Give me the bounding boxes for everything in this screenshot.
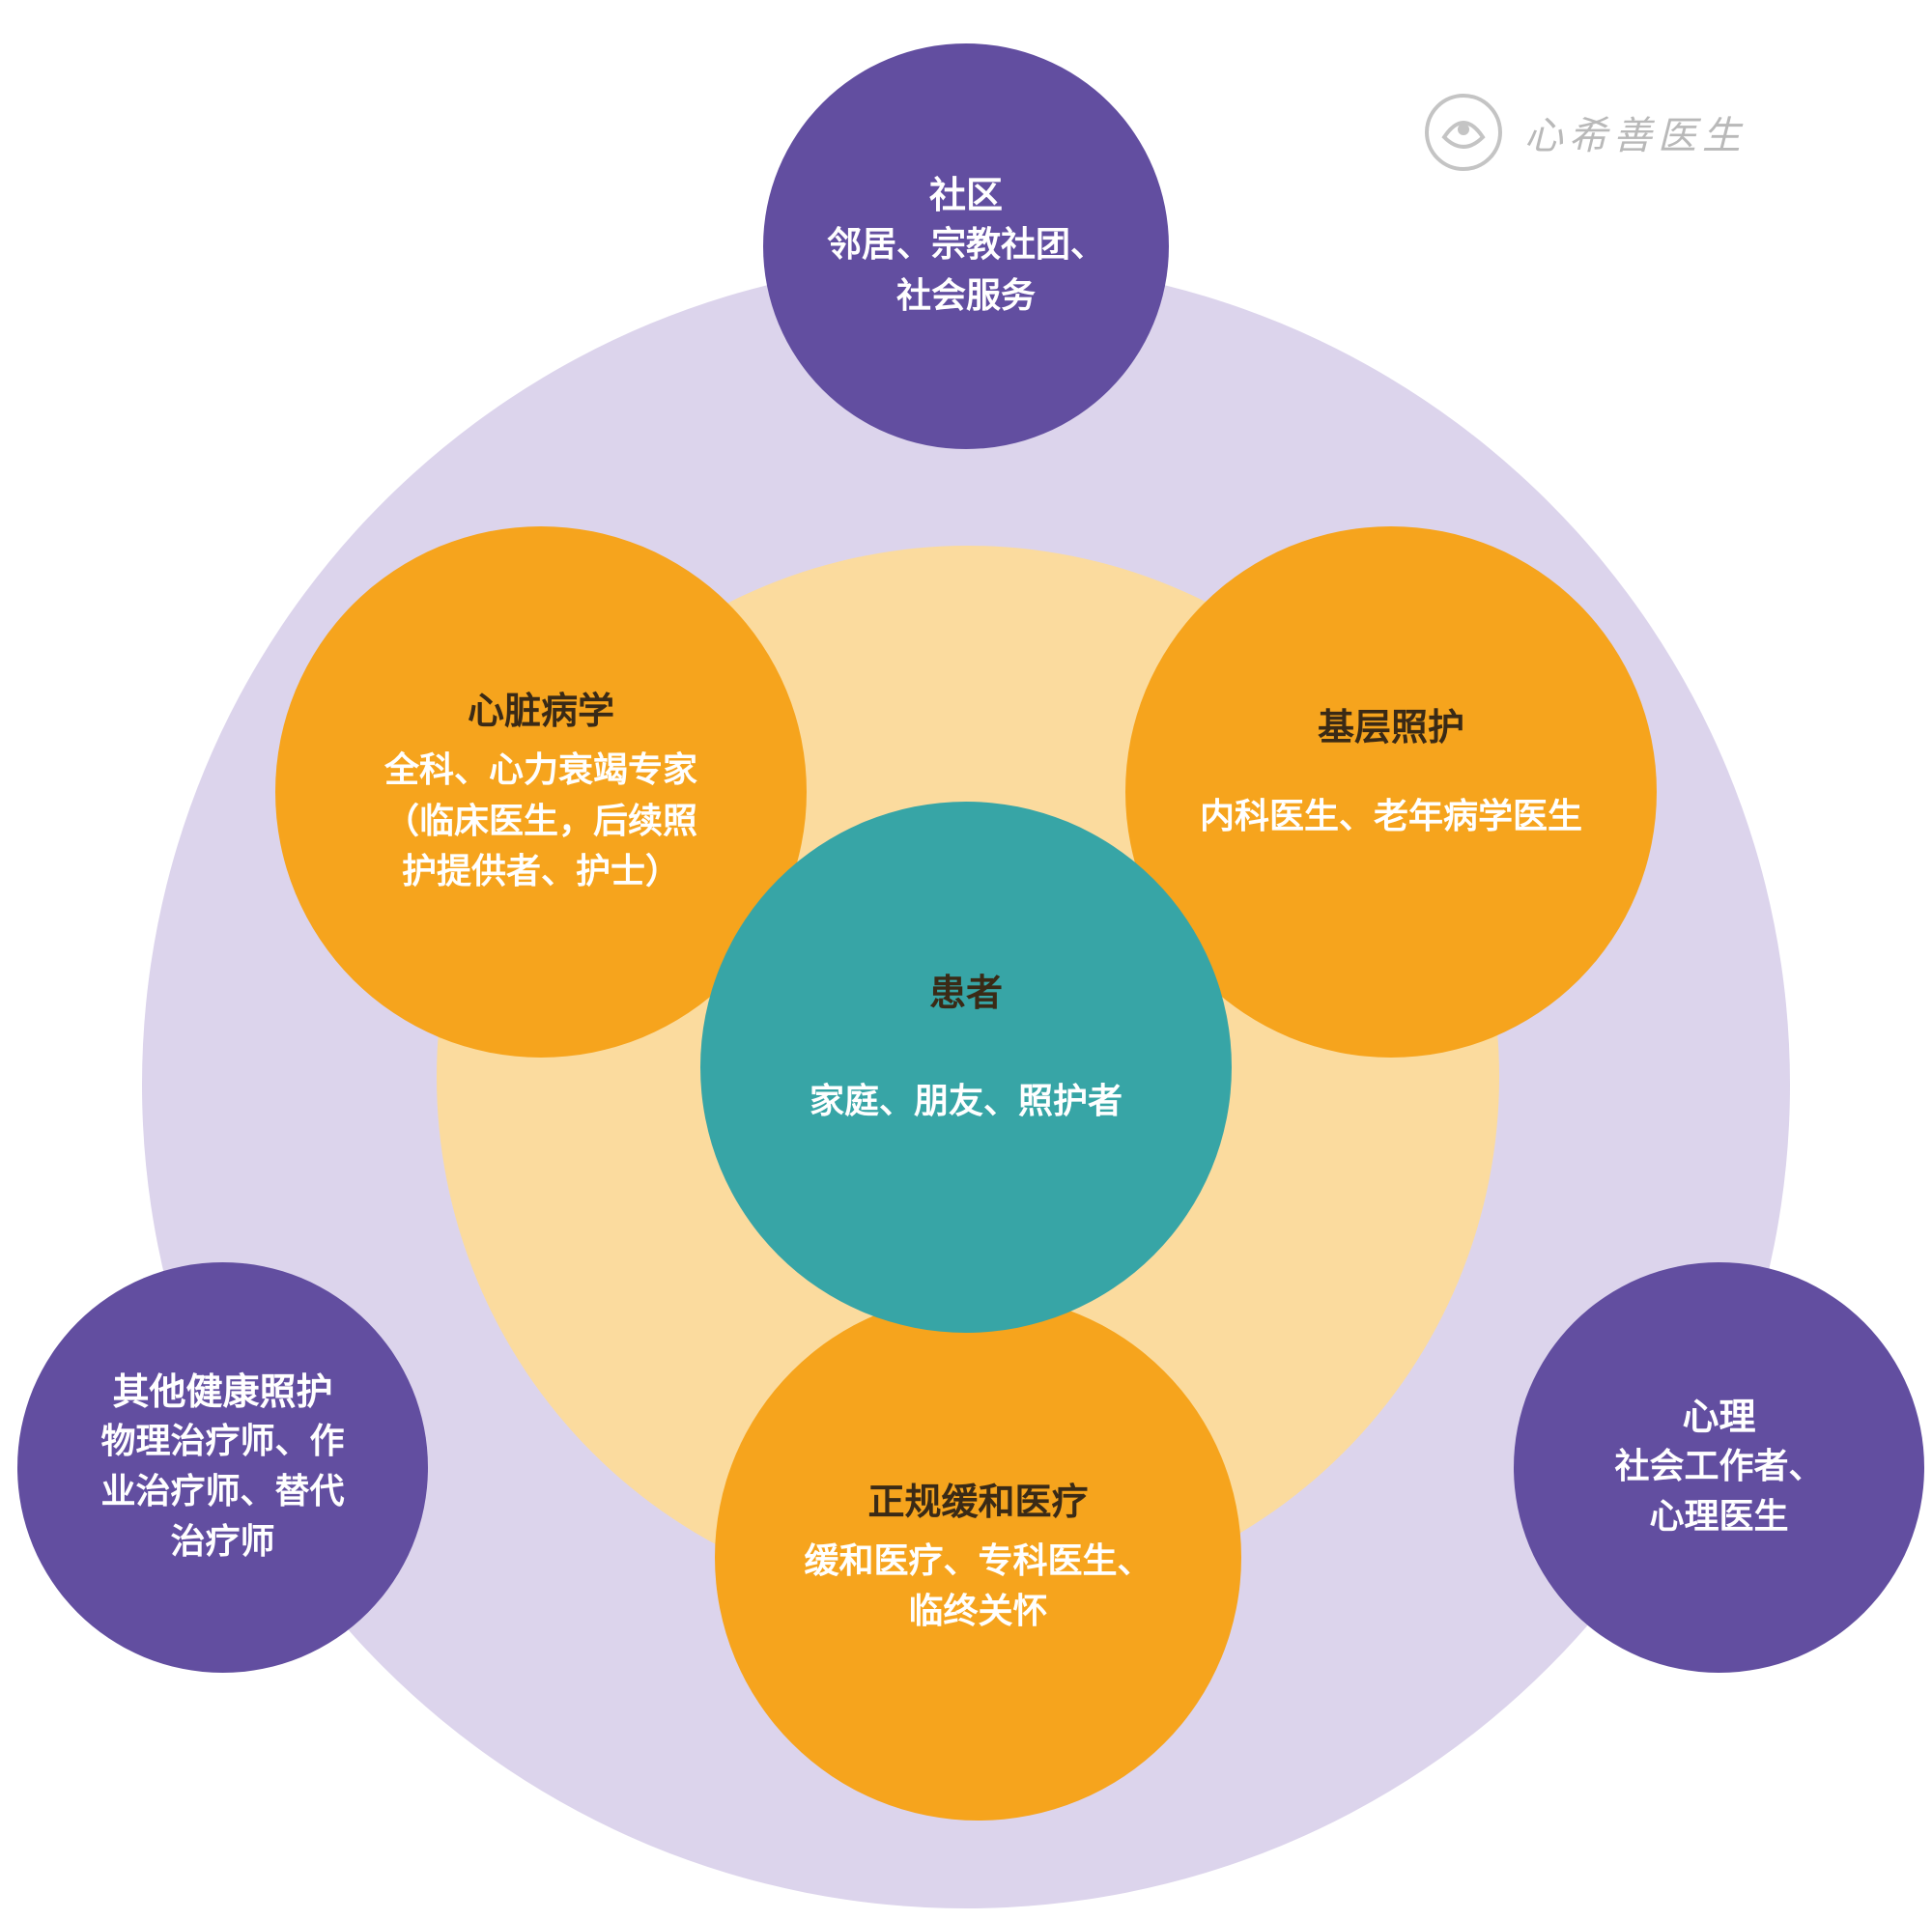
node-cardiology-body: 全科、心力衰竭专家 （临床医生，后续照 护提供者、护士）: [384, 750, 697, 891]
node-community: 社区 邻居、宗教社团、 社会服务: [763, 43, 1169, 449]
node-psychology: 心理 社会工作者、 心理医生: [1514, 1262, 1924, 1673]
node-patient: 患者 家庭、朋友、照护者: [700, 802, 1232, 1333]
watermark: 心希善医生: [1420, 89, 1747, 176]
node-palliative: 正规缓和医疗 缓和医疗、专科医生、 临终关怀: [715, 1294, 1241, 1821]
node-patient-title: 患者: [928, 972, 1003, 1015]
node-psychology-title: 心理: [1682, 1395, 1756, 1438]
node-primary-care-body: 内科医生、老年病学医生: [1199, 796, 1582, 836]
node-primary-care-title: 基层照护: [1317, 706, 1464, 749]
node-other-care-title: 其他健康照护: [112, 1369, 333, 1413]
node-palliative-body: 缓和医疗、专科医生、 临终关怀: [804, 1540, 1152, 1632]
node-community-title: 社区: [928, 174, 1003, 217]
node-other-care: 其他健康照护 物理治疗师、作 业治疗师、替代 治疗师: [17, 1262, 428, 1673]
node-other-care-body: 物理治疗师、作 业治疗师、替代 治疗师: [100, 1421, 345, 1563]
node-community-body: 邻居、宗教社团、 社会服务: [826, 225, 1105, 316]
node-psychology-body: 社会工作者、 心理医生: [1614, 1446, 1824, 1538]
watermark-logo-icon: [1425, 94, 1502, 171]
node-patient-body: 家庭、朋友、照护者: [809, 1081, 1122, 1121]
node-primary-care: 基层照护 内科医生、老年病学医生: [1125, 526, 1657, 1058]
node-cardiology-title: 心脏病学: [467, 690, 614, 733]
watermark-text: 心希善医生: [1524, 114, 1747, 158]
node-palliative-title: 正规缓和医疗: [867, 1480, 1089, 1523]
